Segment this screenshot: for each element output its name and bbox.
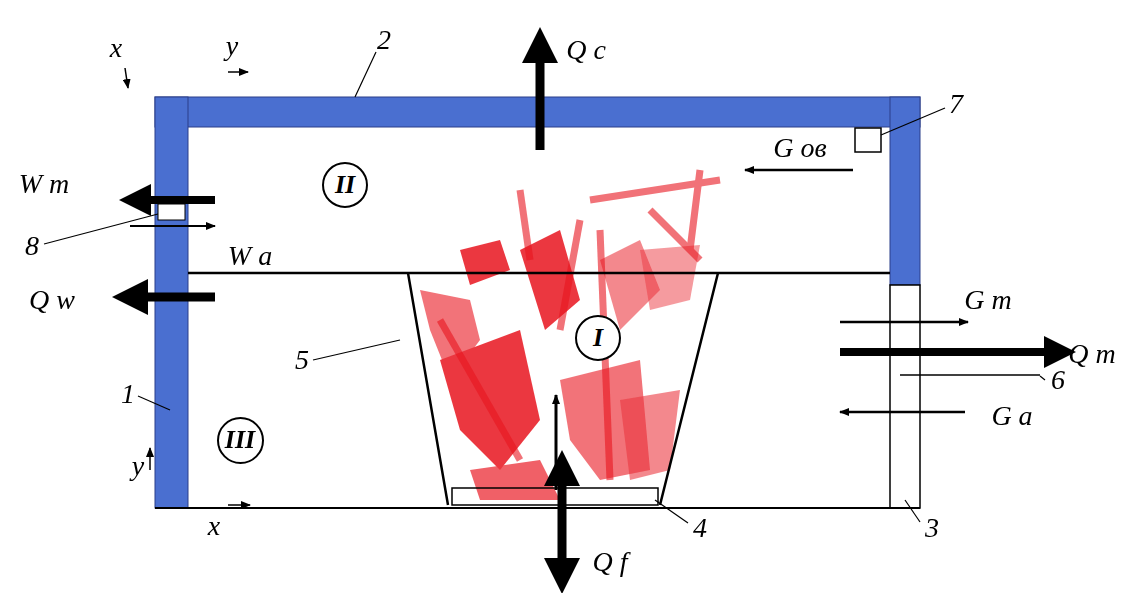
heat-flow-label: Q f xyxy=(593,548,628,576)
zone-numeral: III xyxy=(225,427,255,453)
zone-circle: III xyxy=(217,417,264,464)
axis-label: y xyxy=(132,452,144,480)
callout-number: 1 xyxy=(121,380,135,408)
heat-flow-label: Q c xyxy=(566,36,606,64)
callout-number: 5 xyxy=(295,346,309,374)
gas-flow-label: G ов xyxy=(773,134,826,162)
heat-flow-label: Q w xyxy=(29,286,75,314)
zone-numeral: I xyxy=(593,325,603,351)
axis-label: x xyxy=(110,34,122,62)
callout-number: 8 xyxy=(25,232,39,260)
zone-circle: I xyxy=(575,315,621,361)
callout-number: 4 xyxy=(693,514,707,542)
zone-circle: II xyxy=(322,162,368,208)
gas-flow-label: W m xyxy=(19,170,70,198)
gas-flow-label: W a xyxy=(228,242,272,270)
gas-flow-label: G m xyxy=(964,286,1011,314)
axis-label: x xyxy=(208,512,220,540)
zone-numeral: II xyxy=(335,172,355,198)
heat-flow-label: Q m xyxy=(1068,340,1115,368)
gas-flow-label: G a xyxy=(991,402,1032,430)
callout-number: 3 xyxy=(925,514,939,542)
callout-number: 6 xyxy=(1051,366,1065,394)
callout-number: 7 xyxy=(949,90,963,118)
axis-label: y xyxy=(226,32,238,60)
callout-number: 2 xyxy=(377,26,391,54)
